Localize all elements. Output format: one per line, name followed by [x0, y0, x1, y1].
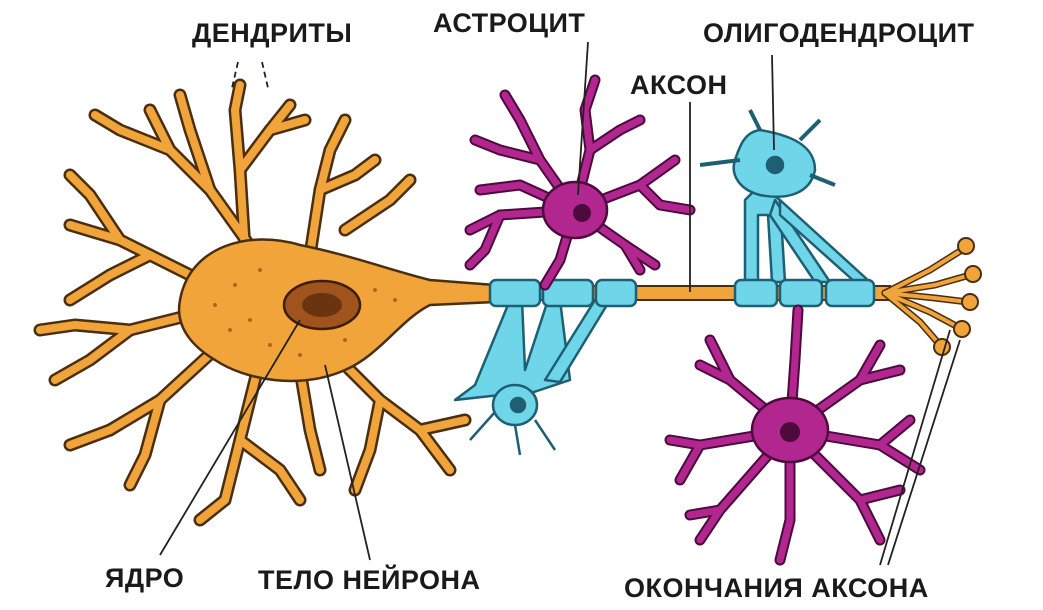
astrocyte-upper [470, 80, 690, 285]
myelin-sheath-right [735, 280, 874, 306]
label-dendrites: ДЕНДРИТЫ [192, 20, 352, 47]
astrocyte-lower [670, 310, 920, 560]
label-astrocyte: АСТРОЦИТ [433, 10, 585, 37]
oligodendrocyte-lower [455, 300, 610, 455]
oligodendrocyte-upper [700, 110, 870, 282]
myelin-sheath-left [490, 280, 636, 306]
label-oligodendrocyte: ОЛИГОДЕНДРОЦИТ [703, 20, 1043, 47]
label-neuron-body: ТЕЛО НЕЙРОНА [258, 567, 481, 594]
label-nucleus: ЯДРО [105, 565, 184, 592]
label-axon-terminals: ОКОНЧАНИЯ АКСОНА [624, 575, 929, 602]
label-axon: АКСОН [630, 72, 727, 99]
neuron [40, 85, 495, 520]
